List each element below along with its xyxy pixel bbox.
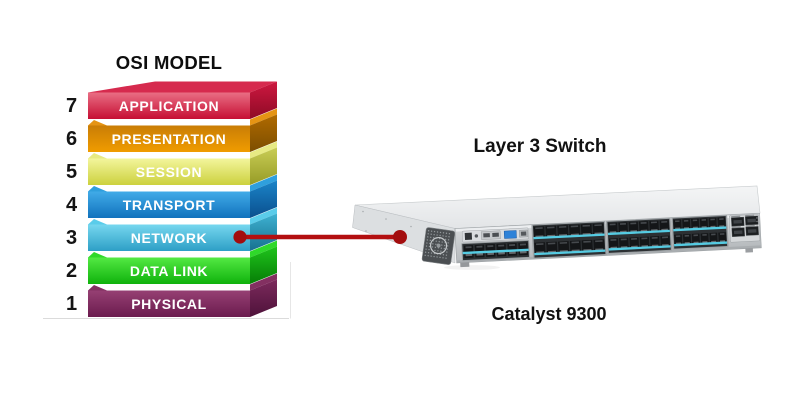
switch-foot <box>745 248 754 253</box>
osi-layer-number: 5 <box>66 161 77 183</box>
switch-foot <box>460 262 470 268</box>
layer-side-face <box>250 81 277 119</box>
layer-top-edge <box>250 108 277 126</box>
layer-top-tab <box>88 252 107 258</box>
osi-layer-label: TRANSPORT <box>123 197 216 213</box>
layer-side-face <box>250 213 277 251</box>
layer-side-face <box>250 246 277 284</box>
layer-side-face <box>250 180 277 218</box>
layer-front-face <box>88 191 250 218</box>
osi-layer-network: NETWORK 3 <box>66 207 277 251</box>
layer-top-tab <box>88 120 107 126</box>
layer-top-edge <box>250 273 277 291</box>
osi-layer-label: SESSION <box>136 164 202 180</box>
screw <box>362 210 364 213</box>
osi-layer-number: 3 <box>66 227 77 249</box>
osi-layer-label: DATA LINK <box>130 263 208 279</box>
console-port-blue <box>503 230 517 239</box>
osi-layer-label: PRESENTATION <box>112 131 227 147</box>
osi-layer-session: SESSION 5 <box>66 141 277 185</box>
osi-layer-presentation: PRESENTATION 6 <box>66 108 277 152</box>
layer-top-edge <box>250 141 277 159</box>
layer-top-edge <box>250 240 277 258</box>
layer-front-face <box>88 92 250 119</box>
layer-side-face <box>250 114 277 152</box>
layer-top-tab <box>88 219 107 225</box>
osi-layer-label: NETWORK <box>131 230 208 246</box>
layer-top-face <box>88 81 277 93</box>
connector-dot-network <box>233 230 247 244</box>
screw <box>410 225 412 228</box>
switch-shadow <box>444 265 500 270</box>
switch-title: Layer 3 Switch <box>473 136 607 157</box>
switch-caption: Catalyst 9300 <box>491 304 607 324</box>
port-bank <box>531 221 607 259</box>
layer-front-face <box>88 158 250 185</box>
layer-top-tab <box>88 285 107 291</box>
port-bank <box>461 239 530 262</box>
network-to-switch-connector <box>233 230 407 244</box>
osi-model-title: OSI MODEL <box>115 52 223 73</box>
osi-layer-label: APPLICATION <box>119 98 219 114</box>
osi-layer-number: 1 <box>66 293 77 315</box>
switch-front-panel <box>454 213 762 268</box>
osi-layer-number: 4 <box>66 194 78 216</box>
vent-grille <box>421 227 456 265</box>
layer-front-face <box>88 290 250 317</box>
layer-front-face <box>88 257 250 284</box>
layer-top-edge <box>250 174 277 192</box>
screw <box>365 230 367 232</box>
console-strip <box>461 227 529 243</box>
port-bank <box>605 217 673 254</box>
layer-front-face <box>88 224 250 251</box>
screw <box>385 218 387 220</box>
connector-dot-switch <box>393 230 407 244</box>
layer-front-face <box>88 125 250 152</box>
catalyst-9300-switch-image <box>352 185 762 270</box>
osi-layer-application: APPLICATION 7 <box>66 81 277 119</box>
layer-side-face <box>250 147 277 185</box>
osi-layer-number: 6 <box>66 128 77 150</box>
port-bank <box>671 215 729 250</box>
layer-top-edge <box>250 207 277 225</box>
osi-layer-physical: PHYSICAL 1 <box>66 273 277 317</box>
osi-layer-data-link: DATA LINK 2 <box>66 240 277 284</box>
layer-top-tab <box>88 186 107 192</box>
uplink-module <box>728 214 761 243</box>
osi-layer-label: PHYSICAL <box>131 296 207 312</box>
osi-layer-number: 2 <box>66 260 77 282</box>
osi-layer-number: 7 <box>66 95 77 117</box>
layer-top-tab <box>88 153 107 159</box>
layer-side-face <box>250 279 277 317</box>
osi-stack: APPLICATION7PRESENTATION6SESSION5TRANSPO… <box>43 81 291 319</box>
osi-layer-transport: TRANSPORT 4 <box>66 174 277 218</box>
